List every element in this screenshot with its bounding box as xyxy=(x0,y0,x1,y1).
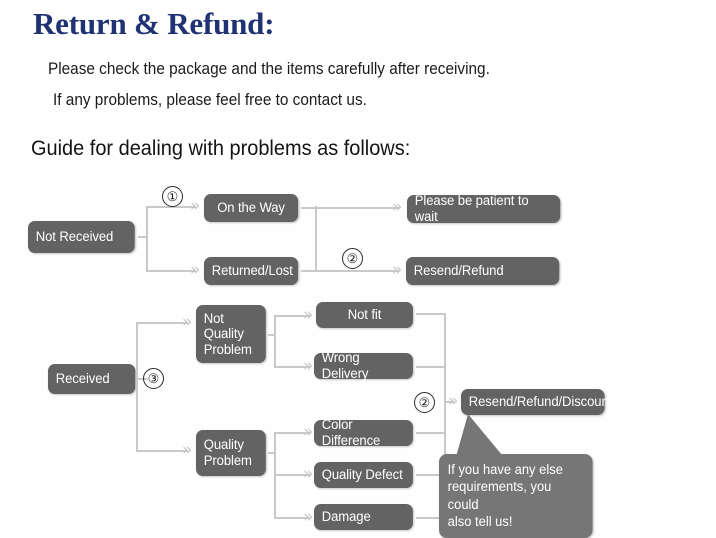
connector-rl-out xyxy=(301,270,317,272)
arrow-to-not-quality-problem: » xyxy=(182,312,193,332)
arrow-to-quality-defect: » xyxy=(303,464,314,484)
connector-nqp-stub xyxy=(268,334,276,336)
connector-rl-to-rr xyxy=(315,270,399,272)
node-received: Received xyxy=(48,364,136,394)
arrow-to-damage: » xyxy=(303,507,314,527)
marker-1: ① xyxy=(162,186,183,207)
page-title: Return & Refund: xyxy=(33,6,275,41)
connector-nqp-to-notfit xyxy=(274,315,310,317)
node-resend-refund-discount: Resend/Refund/Discount xyxy=(461,389,612,415)
intro-line-2: If any problems, please feel free to con… xyxy=(53,91,367,109)
callout-group: If you have any else requirements, you c… xyxy=(430,392,610,538)
arrow-to-resend-refund: » xyxy=(392,260,403,280)
node-not-received: Not Received xyxy=(28,221,135,253)
intro-line-1: Please check the package and the items c… xyxy=(48,60,490,78)
connector-wd-out xyxy=(416,366,446,368)
guide-heading: Guide for dealing with problems as follo… xyxy=(31,137,411,160)
node-returned-lost: Returned/Lost xyxy=(204,257,299,285)
connector-notfit-out xyxy=(416,313,446,315)
connector-bus-to-rrd xyxy=(444,401,454,403)
connector-dmg-out xyxy=(416,517,446,519)
connector-right-bus xyxy=(444,313,446,518)
node-please-be-patient: Please be patient to wait xyxy=(407,193,561,224)
connector-nr-stub xyxy=(138,236,148,238)
connector-cd-out xyxy=(416,432,446,434)
marker-2-top: ② xyxy=(342,248,363,269)
node-damage: Damage xyxy=(314,504,413,530)
marker-3: ③ xyxy=(143,368,164,389)
arrow-to-on-the-way: » xyxy=(190,196,201,216)
arrow-to-returned-lost: » xyxy=(190,260,201,280)
connector-rcv-bus xyxy=(136,322,138,452)
node-wrong-delivery: Wrong Delivery xyxy=(314,350,413,381)
arrow-to-quality-problem: » xyxy=(182,440,193,460)
arrow-to-color-difference: » xyxy=(303,422,314,442)
connector-nqp-to-wd xyxy=(274,366,310,368)
arrow-to-please-be-patient: » xyxy=(392,197,403,217)
connector-rl-bus xyxy=(315,206,317,271)
connector-qp-to-qd xyxy=(274,474,310,476)
arrow-to-resend-refund-discount: » xyxy=(448,391,459,411)
marker-2-bottom: ② xyxy=(414,392,435,413)
node-not-quality-problem: Not Quality Problem xyxy=(196,305,266,363)
connector-nqp-bus xyxy=(274,315,276,368)
node-quality-problem: Quality Problem xyxy=(196,430,266,476)
connector-rcv-to-qp xyxy=(136,450,188,452)
connector-nr-to-rl xyxy=(146,270,196,272)
node-quality-defect: Quality Defect xyxy=(314,462,413,488)
connector-qp-stub xyxy=(268,452,276,454)
node-color-difference: Color Difference xyxy=(314,417,413,448)
connector-otw-out xyxy=(301,207,399,209)
connector-qd-out xyxy=(416,474,446,476)
connector-nr-bus xyxy=(146,206,148,272)
arrow-to-not-fit: » xyxy=(303,305,314,325)
connector-nr-to-otw xyxy=(146,206,196,208)
arrow-to-wrong-delivery: » xyxy=(303,356,314,376)
node-on-the-way: On the Way xyxy=(204,194,299,222)
callout-bubble: If you have any else requirements, you c… xyxy=(439,454,593,538)
connector-rcv-to-nqp xyxy=(136,322,188,324)
node-resend-refund: Resend/Refund xyxy=(406,257,560,285)
node-not-fit: Not fit xyxy=(316,302,413,328)
connector-qp-to-dmg xyxy=(274,517,310,519)
connector-qp-to-cd xyxy=(274,432,310,434)
